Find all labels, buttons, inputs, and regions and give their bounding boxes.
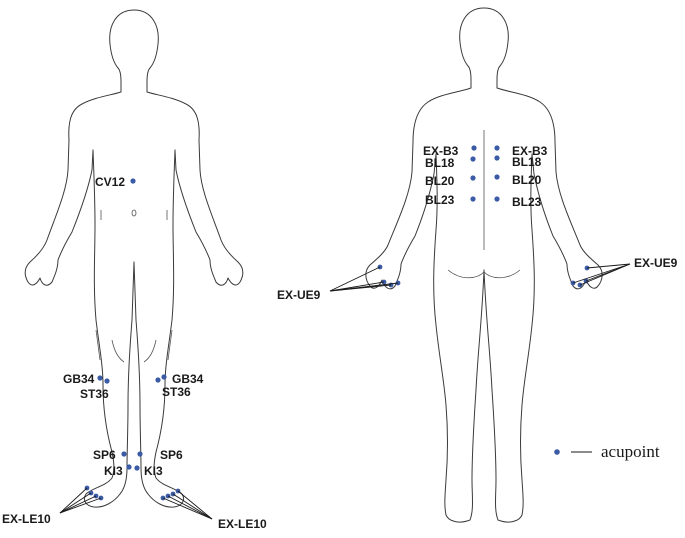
label-cv12: CV12 <box>95 175 125 189</box>
acupoint-bl23-left <box>470 196 476 202</box>
label-bl23-right: BL23 <box>512 195 542 209</box>
label-ki3-left: KI3 <box>104 464 123 478</box>
label-exle10-left: EX-LE10 <box>2 512 51 526</box>
label-exle10-right: EX-LE10 <box>218 517 267 531</box>
acupoint-cv12 <box>130 178 136 184</box>
label-bl18-right: BL18 <box>512 155 542 169</box>
back-labels: EX-B3 EX-B3 BL18 BL18 BL20 BL20 BL23 BL2… <box>277 144 678 302</box>
back-leader-lines <box>329 263 631 292</box>
acupoint-bl18-right <box>494 155 500 161</box>
back-acupoints <box>377 145 590 288</box>
acupoint-exb3-right <box>494 145 500 151</box>
legend: acupoint <box>554 442 660 461</box>
acupoint-gb34-left <box>97 375 103 381</box>
label-st36-right: ST36 <box>162 385 191 399</box>
acupoint-bl23-right <box>494 196 500 202</box>
back-body-outline <box>365 7 603 523</box>
acupoint-bl20-right <box>494 174 500 180</box>
front-leader-lines <box>59 487 213 520</box>
acupoint-bl20-left <box>470 175 476 181</box>
label-bl20-left: BL20 <box>425 174 455 188</box>
label-exue9-right: EX-UE9 <box>634 256 678 270</box>
acupoint-st36-right <box>155 377 161 383</box>
label-exb3-right: EX-B3 <box>512 144 548 158</box>
acupoint-bl18-left <box>470 156 476 162</box>
legend-label: acupoint <box>601 442 660 461</box>
front-labels: CV12 GB34 ST36 GB34 ST36 SP6 SP6 KI3 KI3… <box>2 175 267 531</box>
acupoint-ki3-left <box>126 464 132 470</box>
acupoint-exb3-left <box>471 145 477 151</box>
label-gb34-right: GB34 <box>172 372 204 386</box>
label-bl20-right: BL20 <box>512 173 542 187</box>
label-st36-left: ST36 <box>80 387 109 401</box>
label-sp6-left: SP6 <box>93 448 116 462</box>
front-body-outline <box>24 9 244 508</box>
label-gb34-left: GB34 <box>63 372 95 386</box>
acupoint-st36-left <box>104 378 110 384</box>
acupoint-sp6-left <box>121 451 127 457</box>
acupoint-gb34-right <box>161 374 167 380</box>
label-bl23-left: BL23 <box>425 193 455 207</box>
label-exb3-left: EX-B3 <box>423 144 459 158</box>
label-bl18-left: BL18 <box>425 156 455 170</box>
acupoint-ki3-right <box>134 465 140 471</box>
label-ki3-right: KI3 <box>144 464 163 478</box>
acupoint-sp6-right <box>137 451 143 457</box>
front-acupoints <box>84 178 181 501</box>
legend-acupoint-marker <box>554 449 560 455</box>
label-sp6-right: SP6 <box>160 448 183 462</box>
label-exue9-left: EX-UE9 <box>277 288 321 302</box>
